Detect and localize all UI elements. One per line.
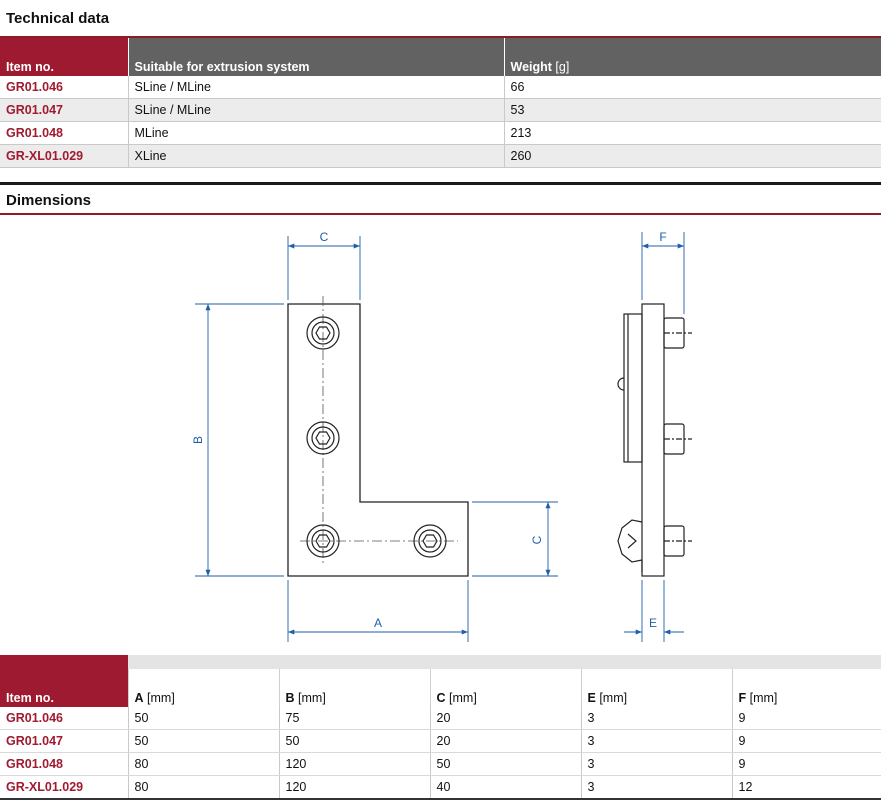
extrusion-system: XLine bbox=[127, 144, 504, 168]
screw-hole bbox=[306, 316, 340, 350]
table-row: GR01.047 50 50 20 3 9 bbox=[0, 729, 881, 753]
dimension-f bbox=[641, 232, 685, 314]
technical-header-row: Item no. Suitable for extrusion system W… bbox=[0, 38, 881, 76]
weight-value: 260 bbox=[503, 144, 881, 168]
value-a: 80 bbox=[127, 752, 279, 776]
value-f: 12 bbox=[731, 775, 881, 800]
dimension-a bbox=[287, 580, 469, 642]
table-band bbox=[0, 655, 881, 669]
item-number: GR01.048 bbox=[0, 752, 128, 776]
table-row: GR-XL01.029 80 120 40 3 12 bbox=[0, 775, 881, 800]
table-row: GR01.048 80 120 50 3 9 bbox=[0, 752, 881, 776]
screw-hole bbox=[413, 524, 447, 558]
value-b: 120 bbox=[278, 775, 430, 800]
dimension-drawing: C B C A F bbox=[191, 230, 692, 642]
header-f: F [mm] bbox=[731, 669, 881, 707]
technical-data-table: Item no. Suitable for extrusion system W… bbox=[0, 38, 881, 168]
item-number: GR01.048 bbox=[0, 121, 128, 145]
dimension-b-label: B bbox=[191, 436, 205, 444]
table-row: GR-XL01.029 XLine 260 bbox=[0, 144, 881, 168]
value-e: 3 bbox=[580, 729, 732, 753]
dimension-c-side-label: C bbox=[530, 535, 544, 544]
value-f: 9 bbox=[731, 729, 881, 753]
value-c: 20 bbox=[429, 729, 581, 753]
item-number: GR-XL01.029 bbox=[0, 144, 128, 168]
screw-hole bbox=[306, 524, 340, 558]
dimensions-header-row: Item no. A [mm] B [mm] C [mm] E [mm] F [… bbox=[0, 669, 881, 707]
dimension-b bbox=[195, 303, 284, 577]
value-c: 40 bbox=[429, 775, 581, 800]
value-e: 3 bbox=[580, 775, 732, 800]
extrusion-system: SLine / MLine bbox=[127, 98, 504, 122]
dimension-c-label: C bbox=[320, 230, 329, 244]
dimension-e bbox=[624, 580, 684, 642]
header-item-no: Item no. bbox=[0, 38, 128, 76]
header-a: A [mm] bbox=[127, 669, 279, 707]
header-item-no: Item no. bbox=[0, 669, 128, 707]
table-row: GR01.046 SLine / MLine 66 bbox=[0, 76, 881, 99]
technical-data-title: Technical data bbox=[6, 10, 110, 27]
value-f: 9 bbox=[731, 752, 881, 776]
dimension-c-side bbox=[472, 501, 558, 577]
dimension-c-top bbox=[287, 236, 361, 300]
table-row: GR01.048 MLine 213 bbox=[0, 121, 881, 145]
weight-value: 66 bbox=[503, 76, 881, 99]
weight-value: 53 bbox=[503, 98, 881, 122]
header-weight: Weight [g] bbox=[503, 38, 881, 76]
screw-hole bbox=[306, 421, 340, 455]
dimensions-title-rule bbox=[0, 213, 881, 215]
bracket-side-view bbox=[617, 303, 692, 577]
item-number: GR-XL01.029 bbox=[0, 775, 128, 800]
dimensions-title: Dimensions bbox=[6, 192, 92, 209]
value-c: 20 bbox=[429, 707, 581, 730]
bracket-outline bbox=[287, 303, 469, 577]
header-extrusion-system: Suitable for extrusion system bbox=[127, 38, 504, 76]
table-row: GR01.047 SLine / MLine 53 bbox=[0, 98, 881, 122]
value-f: 9 bbox=[731, 707, 881, 730]
dimension-f-label: F bbox=[659, 230, 666, 244]
item-number: GR01.046 bbox=[0, 707, 128, 730]
value-a: 50 bbox=[127, 707, 279, 730]
value-b: 120 bbox=[278, 752, 430, 776]
item-number: GR01.047 bbox=[0, 729, 128, 753]
extrusion-system: SLine / MLine bbox=[127, 76, 504, 99]
dimension-e-label: E bbox=[649, 616, 657, 630]
dimension-a-label: A bbox=[374, 616, 382, 630]
table-row: GR01.046 50 75 20 3 9 bbox=[0, 707, 881, 730]
value-a: 80 bbox=[127, 775, 279, 800]
header-c: C [mm] bbox=[429, 669, 581, 707]
header-e: E [mm] bbox=[580, 669, 732, 707]
dimensions-table: Item no. A [mm] B [mm] C [mm] E [mm] F [… bbox=[0, 655, 881, 800]
weight-value: 213 bbox=[503, 121, 881, 145]
value-a: 50 bbox=[127, 729, 279, 753]
value-e: 3 bbox=[580, 707, 732, 730]
technical-title-rule bbox=[0, 36, 881, 38]
section-divider bbox=[0, 182, 881, 185]
value-b: 50 bbox=[278, 729, 430, 753]
extrusion-system: MLine bbox=[127, 121, 504, 145]
item-number: GR01.046 bbox=[0, 76, 128, 99]
item-number: GR01.047 bbox=[0, 98, 128, 122]
value-c: 50 bbox=[429, 752, 581, 776]
value-e: 3 bbox=[580, 752, 732, 776]
value-b: 75 bbox=[278, 707, 430, 730]
header-b: B [mm] bbox=[278, 669, 430, 707]
